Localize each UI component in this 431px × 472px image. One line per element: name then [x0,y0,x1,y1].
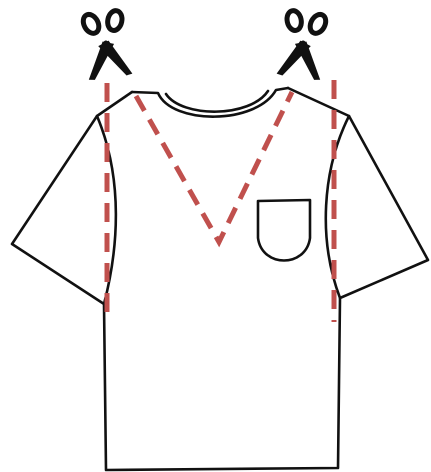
t-shirt-body [12,88,428,470]
scissors-icon [80,7,133,80]
right-sleeve-seam [326,116,349,298]
scissors-icon [276,7,329,80]
neckline-collar [132,88,288,117]
chest-pocket [258,200,310,261]
v-neck-cut-line [136,92,292,242]
